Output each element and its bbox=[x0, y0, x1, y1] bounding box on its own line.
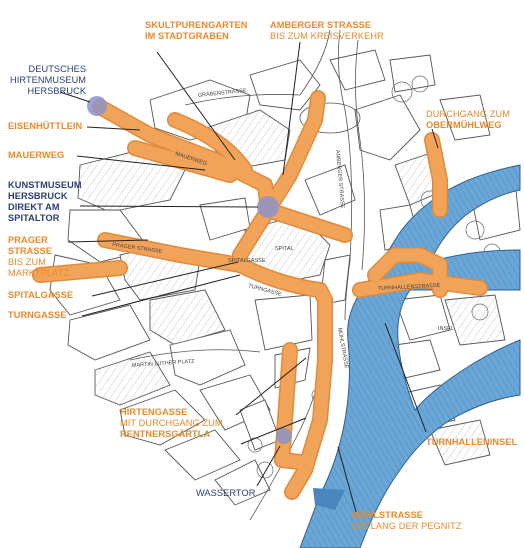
label-kunstmuseum: KUNSTMUSEUM HERSBRUCK DIREKT AM SPITALTO… bbox=[8, 180, 82, 223]
poi-hirtenmuseum bbox=[87, 96, 107, 116]
map-label-amberger: AMBERGER STRASSE bbox=[334, 150, 345, 209]
label-muehlstrasse: MÜHLSTRASSE ENTLANG DER PEGNITZ bbox=[352, 510, 462, 531]
label-durchgang: DURCHGANG ZUM OBERMÜHLWEG bbox=[426, 109, 510, 130]
label-eisenhuettlein: EISENHÜTTLEIN bbox=[8, 121, 83, 131]
map-label-spitalgasse: SPITALGASSE bbox=[228, 258, 266, 264]
label-hirtenmuseum: DEUTSCHES HIRTENMUSEUM HERSBRUCK bbox=[10, 64, 87, 96]
label-turnhalleninsel: TURNHALLENINSEL bbox=[426, 437, 518, 447]
map-label-turnhallenstrasse: TURNHALLENSTRASSE bbox=[378, 283, 441, 292]
poi-markers bbox=[87, 96, 292, 444]
label-spitalgasse: SPITALGASSE bbox=[8, 290, 74, 300]
label-turngasse: TURNGASSE bbox=[8, 310, 67, 320]
label-wassertor: WASSERTOR bbox=[196, 488, 256, 498]
map-label-spital: SPITAL bbox=[275, 246, 294, 252]
river-pegnitz bbox=[299, 164, 521, 548]
map-label-martin-luther-platz: MARTIN LUTHER PLATZ bbox=[132, 359, 196, 369]
poi-kunstmuseum bbox=[257, 196, 279, 218]
label-hirtengasse: HIRTENGASSE MIT DURCHGANG ZUM RENTNERSGÄ… bbox=[120, 407, 223, 439]
leader-lines bbox=[59, 41, 439, 513]
map-label-grabenstrasse: GRABENSTRASSE bbox=[198, 88, 248, 99]
walking-routes bbox=[32, 90, 488, 500]
label-prager-strasse: PRAGER STRASSE BIS ZUM MARKTPLATZ bbox=[8, 235, 70, 278]
label-mauerweg: MAUERWEG bbox=[8, 150, 65, 160]
label-amberger-strasse: AMBERGER STRASSE BIS ZUM KREISVERKEHR bbox=[270, 20, 384, 41]
map-label-insel: INSEL bbox=[438, 326, 454, 332]
poi-wassertor bbox=[276, 428, 292, 444]
label-skulpturengarten: SKULTPURENGARTEN IM STADTGRABEN bbox=[145, 20, 248, 41]
